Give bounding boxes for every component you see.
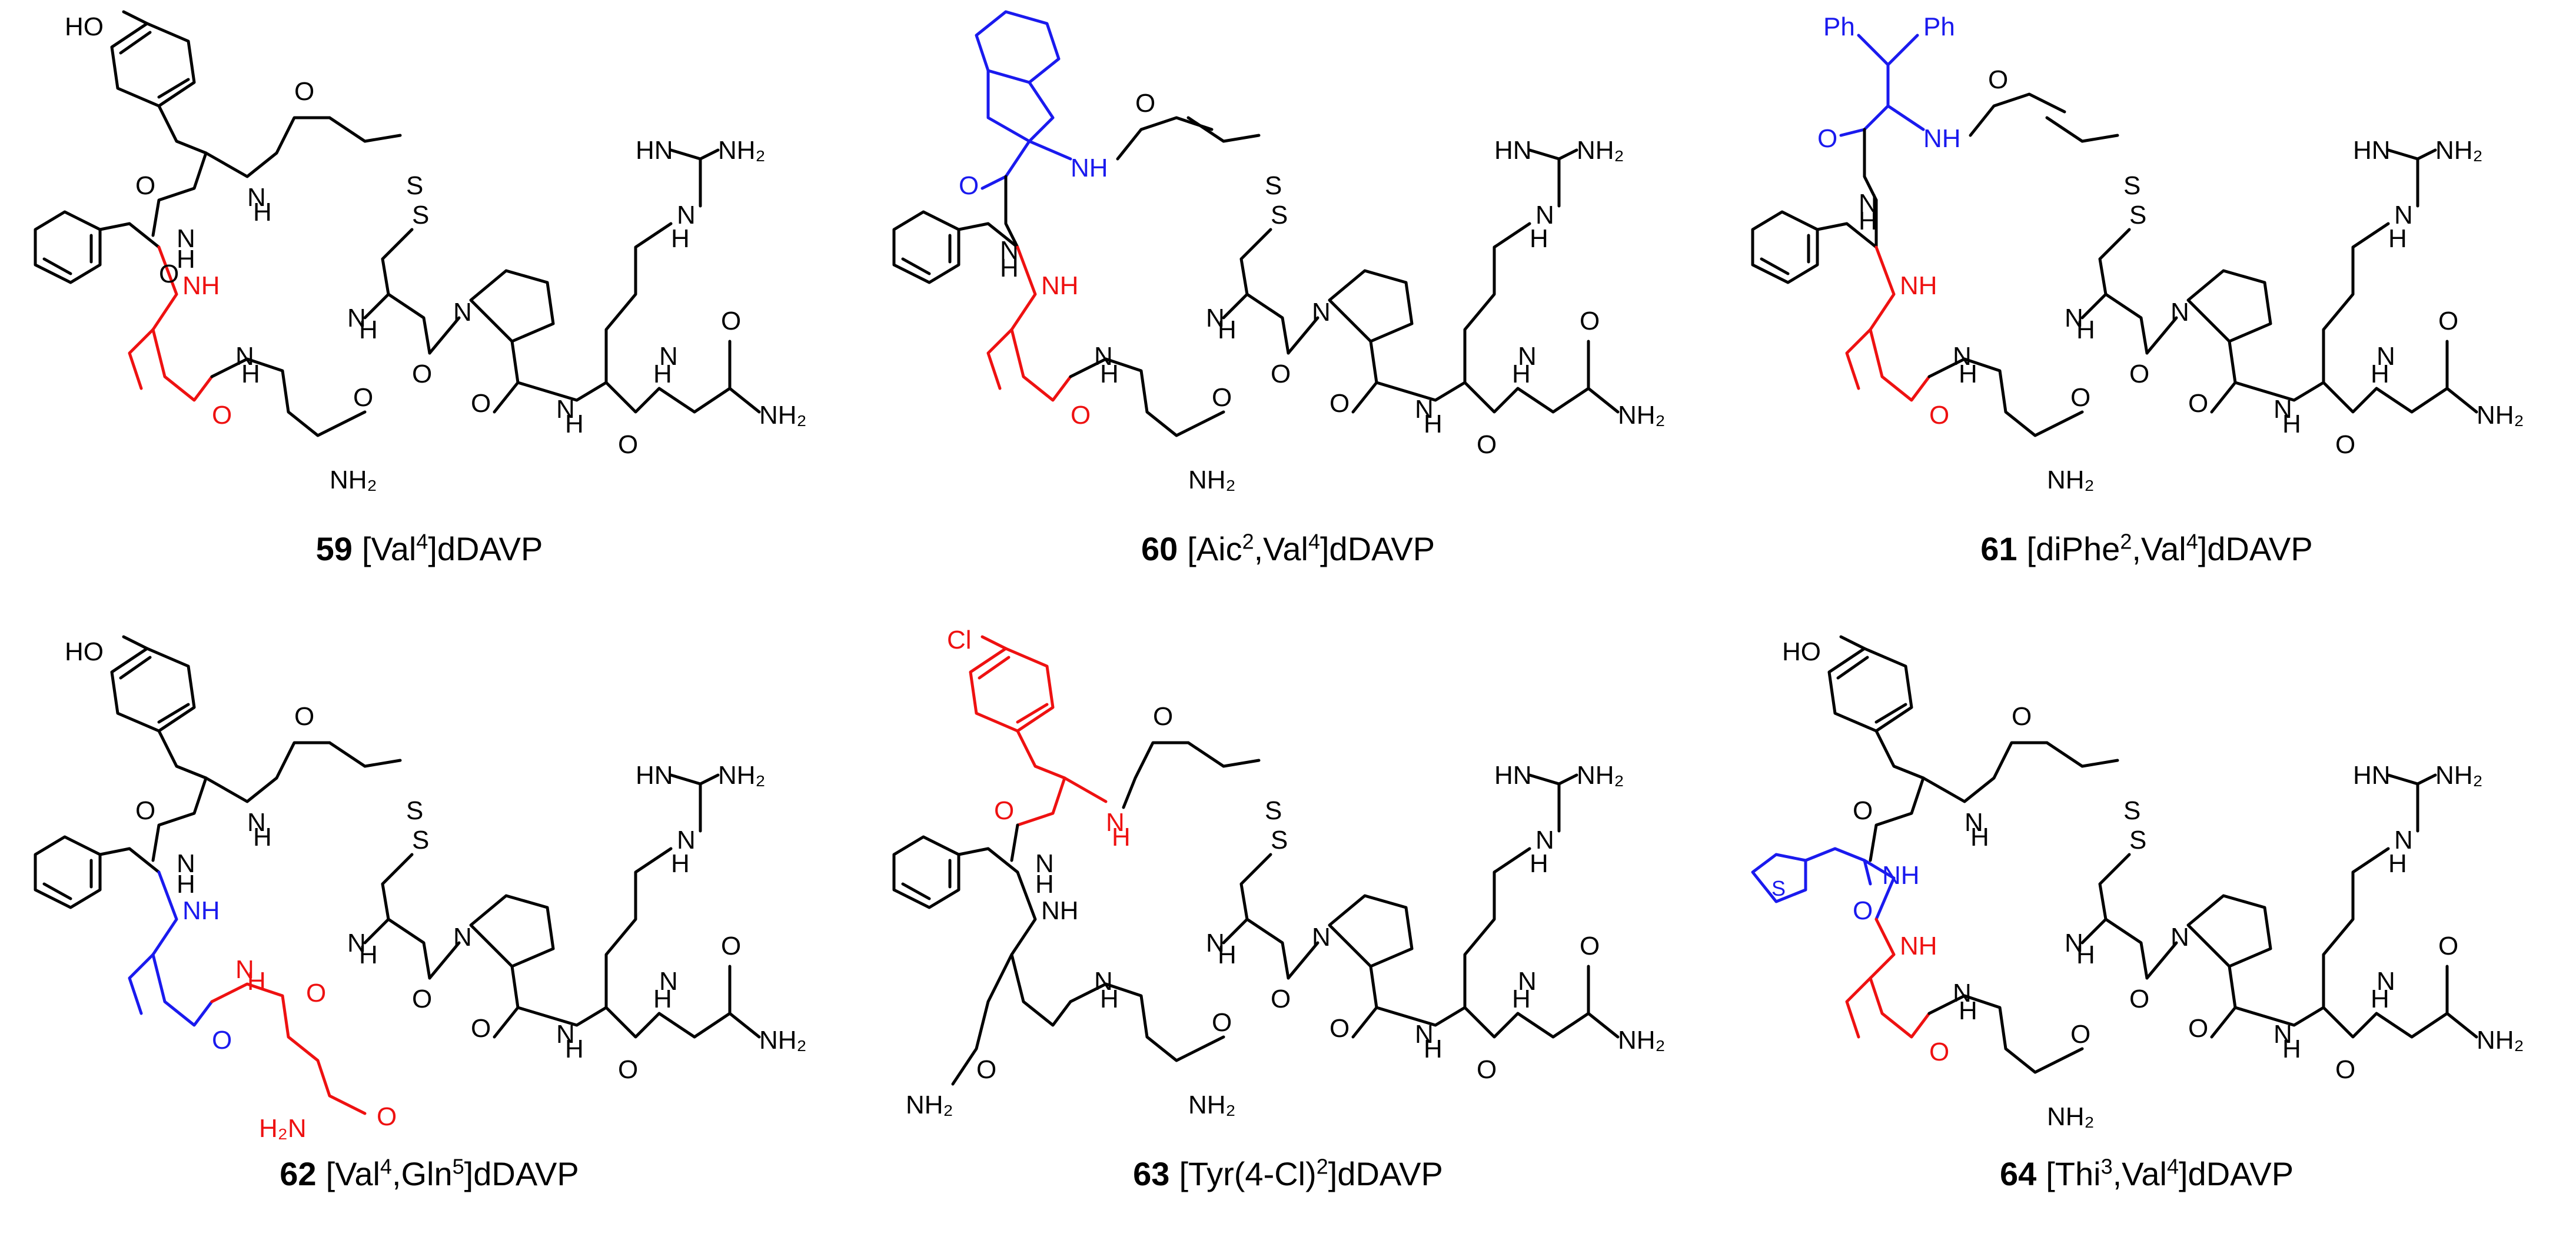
svg-text:Ph: Ph [1823, 12, 1855, 41]
svg-text:S: S [1771, 876, 1786, 900]
svg-text:H: H [1112, 823, 1131, 852]
svg-text:N: N [247, 183, 266, 212]
svg-text:Ph: Ph [1923, 12, 1955, 41]
svg-text:H: H [1000, 254, 1019, 282]
svg-text:O: O [212, 401, 232, 430]
svg-text:NH₂: NH₂ [1188, 1091, 1236, 1119]
svg-text:O: O [959, 171, 979, 200]
svg-text:O: O [1929, 401, 1949, 430]
svg-text:HO: HO [1782, 637, 1821, 666]
svg-text:N: N [1953, 979, 1972, 1008]
svg-text:O: O [2070, 383, 2090, 412]
svg-text:O: O [353, 383, 373, 412]
svg-text:N: N [1859, 189, 1877, 218]
svg-text:N: N [1953, 342, 1972, 371]
svg-text:N: N [247, 808, 266, 837]
svg-text:H: H [177, 870, 195, 899]
svg-text:N: N [1106, 808, 1125, 837]
svg-text:HO: HO [65, 12, 104, 41]
caption-62: 62[Val4,Gln5]dDAVP [280, 1154, 579, 1192]
svg-text:N: N [1094, 342, 1113, 371]
svg-text:NH: NH [182, 271, 220, 300]
svg-text:H: H [241, 360, 260, 388]
svg-text:N: N [1965, 808, 1983, 837]
svg-text:O: O [294, 77, 314, 106]
svg-text:O: O [1212, 383, 1232, 412]
svg-text:NH: NH [1923, 124, 1961, 153]
structure-60: O NH O NH NH O NH NH₂ O [859, 10, 1717, 494]
svg-text:O: O [1212, 1008, 1232, 1037]
svg-text:NH₂: NH₂ [2047, 1102, 2095, 1131]
svg-text:H: H [1959, 996, 1977, 1025]
svg-text:N: N [177, 849, 195, 878]
svg-text:O: O [1853, 796, 1873, 825]
structure-59: HO O NH NH O NH O O NH NH₂ O [0, 0, 859, 494]
svg-text:O: O [2070, 1020, 2090, 1049]
svg-text:N: N [1035, 849, 1054, 878]
svg-text:NH: NH [182, 896, 220, 925]
svg-text:N: N [177, 224, 195, 253]
svg-text:O: O [976, 1055, 996, 1084]
caption-64: 64[Thi3,Val4]dDAVP [1999, 1154, 2294, 1192]
caption-63: 63[Tyr(4-Cl)2]dDAVP [1133, 1154, 1443, 1192]
svg-text:NH: NH [1900, 932, 1937, 960]
svg-text:NH₂: NH₂ [2047, 466, 2095, 494]
svg-text:H: H [1970, 823, 1989, 852]
svg-text:O: O [1853, 896, 1873, 925]
svg-text:O: O [1071, 401, 1091, 430]
compound-number: 59 [315, 530, 353, 567]
svg-text:N: N [1000, 236, 1019, 265]
svg-text:H: H [247, 967, 266, 996]
svg-text:NH₂: NH₂ [330, 466, 377, 494]
svg-text:O: O [1817, 124, 1837, 153]
structure-64: HO O NH O S NH O NH O NH NH₂ O [1751, 625, 2576, 1131]
svg-text:H: H [253, 823, 272, 852]
svg-text:O: O [159, 260, 179, 288]
svg-text:O: O [1135, 89, 1155, 118]
structure-61: Ph Ph O NH O NH NH O NH NH₂ O [1717, 12, 2576, 494]
caption-60: 60[Aic2,Val4]dDAVP [1141, 529, 1435, 567]
svg-text:H: H [1100, 985, 1119, 1013]
svg-text:Cl: Cl [947, 626, 972, 654]
svg-text:NH: NH [1900, 271, 1937, 300]
svg-text:H: H [1959, 360, 1977, 388]
svg-text:O: O [1153, 702, 1173, 731]
svg-text:NH₂: NH₂ [1188, 466, 1236, 494]
svg-text:H: H [1859, 207, 1877, 235]
svg-text:O: O [1988, 65, 2008, 94]
svg-text:N: N [235, 342, 254, 371]
svg-text:O: O [1929, 1038, 1949, 1066]
caption-59: 59[Val4]dDAVP [315, 529, 543, 567]
svg-text:NH: NH [1041, 271, 1079, 300]
svg-text:O: O [212, 1026, 232, 1055]
svg-text:H₂N: H₂N [259, 1114, 307, 1143]
structure-63: Cl O NH O NH NH NH₂ O NH NH₂ O [859, 626, 1717, 1119]
svg-text:NH: NH [1041, 896, 1079, 925]
svg-text:O: O [294, 702, 314, 731]
svg-text:H: H [253, 198, 272, 227]
svg-text:HO: HO [65, 637, 104, 666]
svg-text:O: O [377, 1102, 397, 1131]
svg-text:H: H [177, 245, 195, 274]
svg-text:O: O [306, 979, 326, 1008]
svg-text:N: N [1094, 967, 1113, 996]
svg-text:N: N [235, 955, 254, 984]
svg-text:NH₂: NH₂ [906, 1091, 953, 1119]
svg-text:NH: NH [1071, 154, 1108, 182]
svg-text:H: H [1035, 870, 1054, 899]
svg-text:O: O [135, 796, 155, 825]
caption-61: 61[diPhe2,Val4]dDAVP [1980, 529, 2313, 567]
structure-62: HO O NH NH O NH O HN H₂N O O [0, 625, 859, 1143]
svg-text:O: O [135, 171, 155, 200]
svg-text:H: H [1100, 360, 1119, 388]
svg-text:O: O [2012, 702, 2032, 731]
svg-text:O: O [994, 796, 1014, 825]
